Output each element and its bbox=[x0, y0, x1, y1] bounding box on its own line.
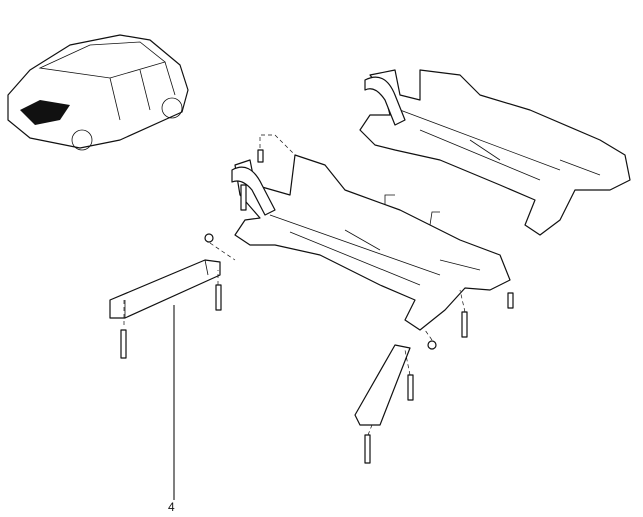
subframe-highlight bbox=[20, 100, 70, 125]
callout-label-4: 4 bbox=[168, 500, 175, 514]
vehicle-thumbnail bbox=[7, 34, 189, 151]
subframe-lower bbox=[231, 154, 511, 331]
rail-part-4 bbox=[109, 259, 221, 319]
assembly-lines bbox=[123, 134, 466, 436]
bolts bbox=[120, 149, 514, 464]
rail-right bbox=[354, 344, 411, 426]
subframe-upper bbox=[359, 69, 631, 236]
